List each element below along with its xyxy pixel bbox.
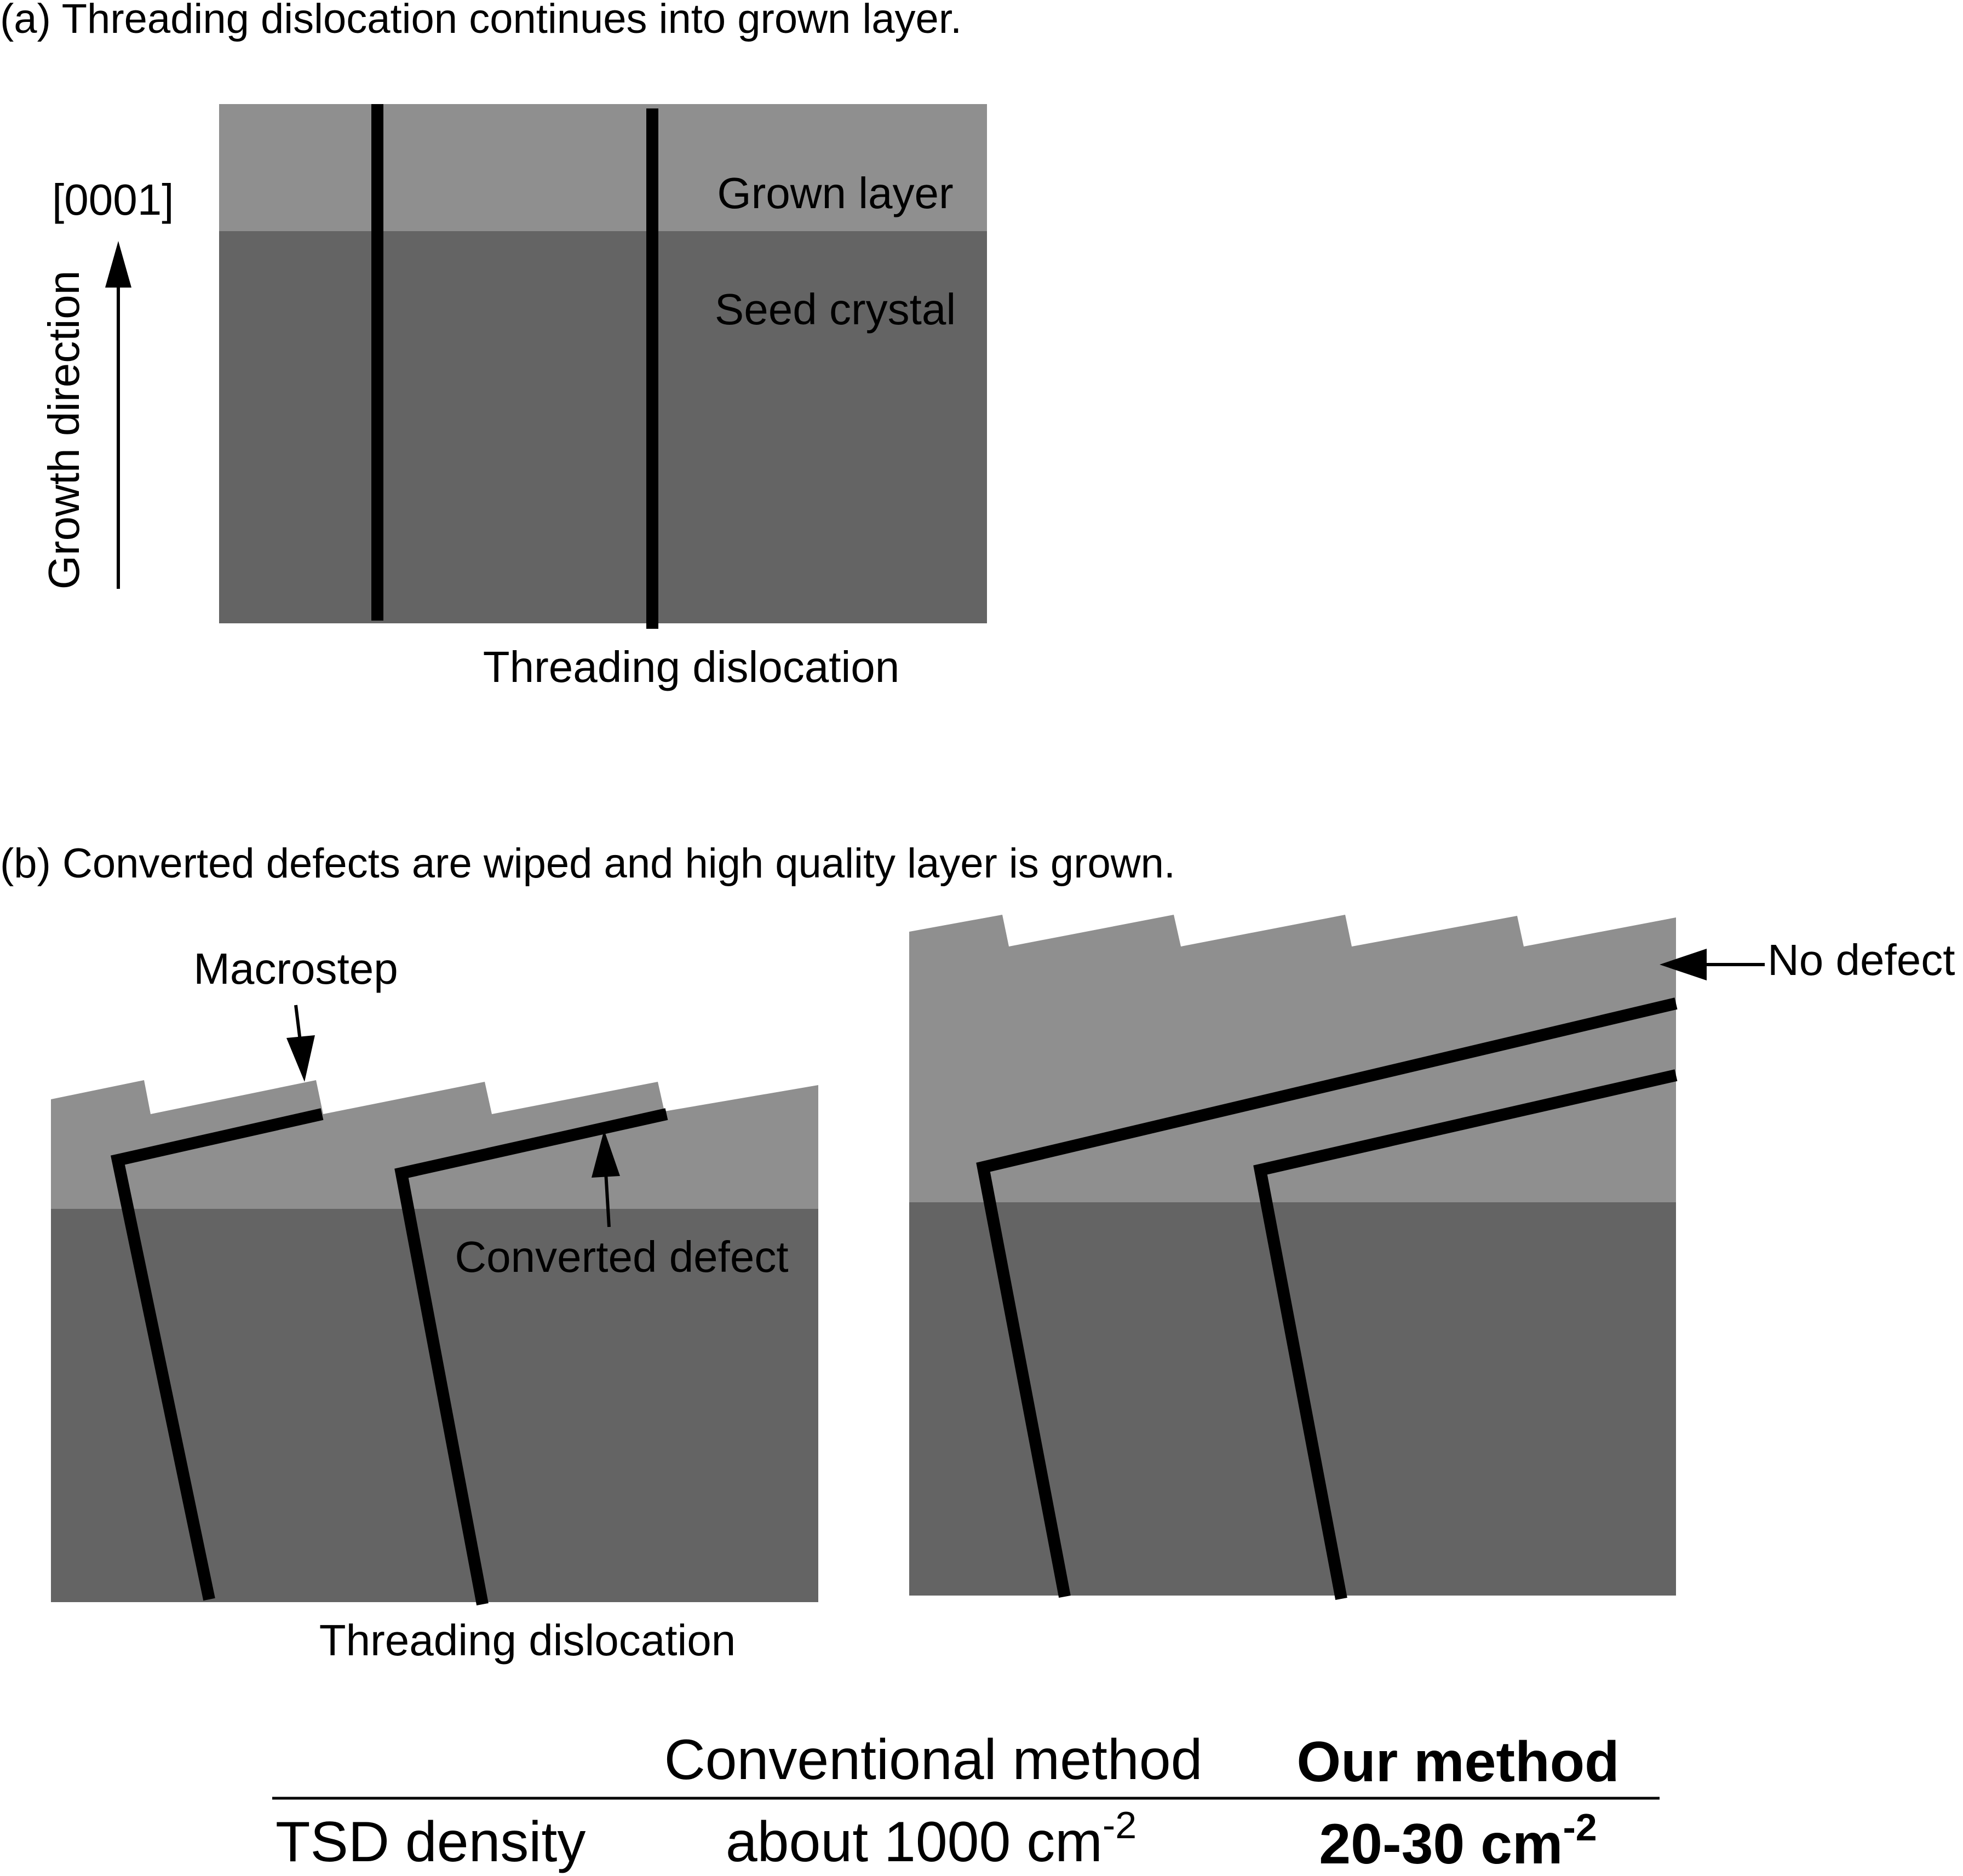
column-header-ours: Our method (1296, 1730, 1619, 1794)
comparison-table: Conventional method Our method TSD densi… (272, 1728, 1660, 1876)
growth-arrow-head (105, 241, 131, 288)
macrostep-arrow-shaft (294, 1005, 302, 1041)
converted-defect-label: Converted defect (455, 1232, 788, 1281)
no-defect-label: No defect (1767, 936, 1955, 984)
grown-layer (219, 104, 987, 231)
seed-crystal (51, 1209, 818, 1602)
no-defect-arrow-head (1660, 949, 1707, 980)
column-header-conventional: Conventional method (664, 1728, 1203, 1792)
direction-label: [0001] (52, 175, 174, 224)
threading-dislocation-label: Threading dislocation (483, 642, 899, 691)
converted-defect-arrow-head (592, 1130, 620, 1178)
defect-line (976, 997, 1678, 1598)
defect-line (1253, 1069, 1678, 1600)
conventional-tsd-density: about 1000 cm-2 (726, 1804, 1137, 1874)
conventional-value: about 1000 cm (726, 1810, 1103, 1874)
panel-a-caption: (a) Threading dislocation continues into… (0, 0, 962, 42)
converted-defect-line (111, 1108, 324, 1601)
our-exponent: -2 (1563, 1806, 1597, 1849)
macrostep-arrow-head (286, 1035, 315, 1082)
seed-crystal (909, 1202, 1676, 1596)
grown-layer (909, 915, 1676, 1202)
grown-layer (51, 1080, 818, 1209)
conventional-exponent: -2 (1103, 1804, 1137, 1846)
macrostep-label: Macrostep (193, 944, 398, 993)
converted-defect-line (394, 1108, 668, 1606)
growth-direction-label: Growth direction (39, 271, 88, 589)
our-tsd-density: 20-30 cm-2 (1319, 1806, 1597, 1876)
seed-crystal (219, 231, 987, 623)
panel-b-right-block: No defect (909, 915, 1955, 1600)
threading-dislocation-label: Threading dislocation (319, 1616, 736, 1665)
panel-b: (b) Converted defects are wiped and high… (0, 840, 1955, 1665)
grown-layer-label: Grown layer (717, 169, 953, 217)
converted-defect-arrow-shaft (604, 1172, 611, 1227)
seed-crystal-label: Seed crystal (715, 285, 956, 334)
panel-b-caption: (b) Converted defects are wiped and high… (0, 840, 1175, 887)
row-label-tsd-density: TSD density (275, 1810, 586, 1874)
panel-a: (a) Threading dislocation continues into… (0, 0, 987, 691)
panel-b-left-block: Macrostep Converted defect Threading dis… (51, 944, 818, 1665)
our-value: 20-30 cm (1319, 1812, 1563, 1876)
